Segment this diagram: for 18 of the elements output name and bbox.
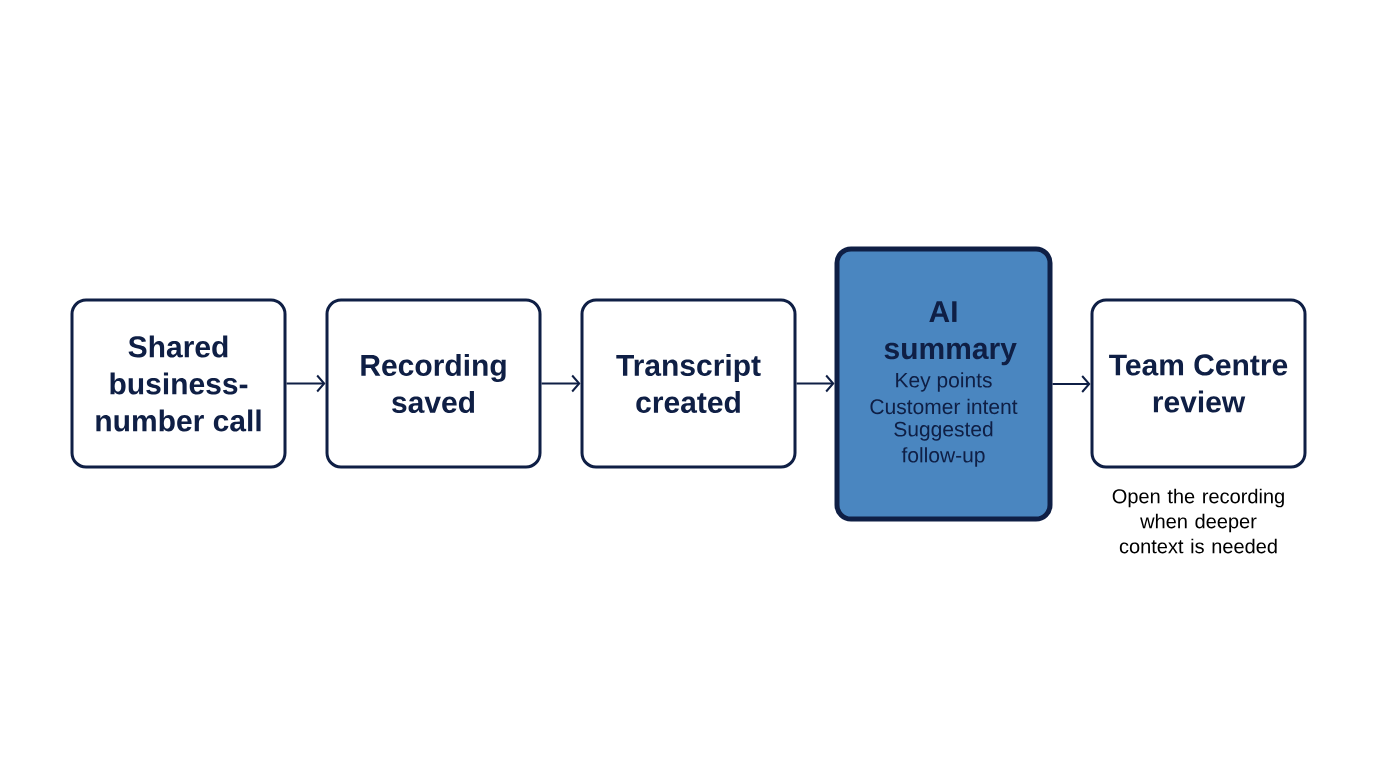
arrow [1051,375,1091,393]
arrow [540,374,581,393]
list-item: Customer intent [870,398,1018,415]
node-title: Team Centre review [1109,354,1288,413]
node-title: Transcript created [616,354,761,413]
arrow [285,374,326,393]
node-title: Shared business-number call [96,335,261,432]
list-item: Suggested follow-up [894,421,993,467]
note-text: Open the recording when deeper context is needed [1112,488,1284,554]
highlighted-step-box [834,246,1053,522]
list-item: Key points [896,372,992,392]
process-box [325,298,542,469]
node-title: Recording saved [361,354,506,413]
node-title: AI summary [884,301,1017,366]
process-box [70,298,287,469]
process-box [1090,298,1307,469]
arrow [795,374,835,393]
process-box [580,298,797,469]
